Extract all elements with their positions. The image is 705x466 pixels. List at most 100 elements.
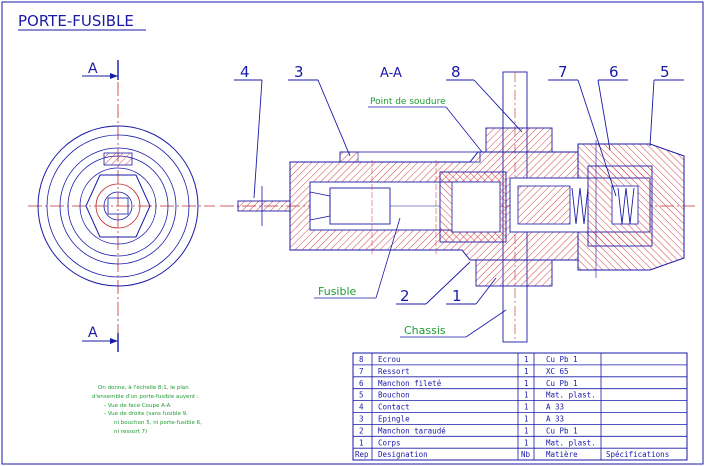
table-cell-rep: 5 — [359, 391, 364, 400]
table-cell-nb: 1 — [524, 379, 529, 388]
table-cell-matiere: Mat. plast. — [546, 438, 596, 447]
threaded-sleeve-bore — [451, 181, 501, 233]
callout-7: 7 — [558, 63, 568, 81]
table-cell-designation: Manchon taraudé — [378, 426, 446, 435]
callout-4: 4 — [240, 63, 250, 81]
table-cell-nb: 1 — [524, 426, 529, 435]
note-line: ni ressort 7) — [114, 429, 147, 435]
table-cell-nb: 1 — [524, 367, 529, 376]
section-view — [220, 71, 695, 343]
table-cell-nb: 1 — [524, 355, 529, 364]
weld-note: Point de soudure — [370, 97, 446, 107]
table-cell-designation: Corps — [378, 438, 401, 447]
fuse-leader — [375, 217, 401, 299]
header-rep: Rep — [355, 450, 369, 459]
callout-3-leader — [317, 79, 351, 157]
table-cell-matiere: Mat. plast. — [546, 391, 596, 400]
bore-circle — [103, 191, 133, 221]
callout-2: 2 — [400, 287, 410, 305]
inner-red-circle — [95, 183, 141, 229]
hex-nut — [85, 174, 151, 238]
table-cell-rep: 8 — [359, 355, 364, 364]
table-cell-rep: 4 — [359, 403, 364, 412]
top-band — [339, 151, 481, 163]
callout-5: 5 — [660, 63, 670, 81]
section-label: A-A — [380, 66, 402, 81]
table-cell-nb: 1 — [524, 415, 529, 424]
notes-block: On donne, à l'échelle 8:1, le plan d'ens… — [92, 384, 202, 435]
nut-bottom — [475, 259, 553, 287]
header-nb: Nb — [521, 450, 531, 459]
callout-7-leader — [577, 79, 617, 197]
table-cell-matiere: Cu Pb 1 — [546, 355, 578, 364]
table-cell-matiere: A 33 — [546, 403, 564, 412]
table-cell-rep: 6 — [359, 379, 364, 388]
fuse-note: Fusible — [318, 285, 357, 298]
side-view: A A — [28, 60, 215, 352]
callout-1: 1 — [452, 287, 462, 305]
section-arrowhead-bottom — [110, 338, 118, 344]
center-key — [107, 197, 129, 215]
header-designation: Designation — [378, 450, 428, 459]
callout-6: 6 — [609, 63, 619, 81]
callout-1-leader — [475, 277, 497, 305]
callout-4-leader — [253, 79, 263, 199]
table-cell-rep: 7 — [359, 367, 364, 376]
note-line: d'ensemble d'un porte-fusible auvent : — [92, 394, 199, 400]
outer-circle — [37, 125, 199, 287]
callouts: 4 3 8 7 6 5 2 1 — [234, 63, 684, 305]
callout-5-leader — [649, 79, 655, 147]
top-tab — [103, 152, 133, 166]
header-spec: Spécifications — [606, 450, 669, 459]
table-cell-matiere: A 33 — [546, 415, 564, 424]
table-cell-rep: 1 — [359, 438, 364, 447]
table-cell-rep: 2 — [359, 426, 364, 435]
callout-8: 8 — [451, 63, 461, 81]
spring-right — [617, 187, 635, 225]
drawing-title: PORTE-FUSIBLE — [18, 12, 134, 30]
note-line: On donne, à l'échelle 8:1, le plan — [98, 384, 189, 391]
callout-3: 3 — [294, 63, 304, 81]
table-cell-nb: 1 — [524, 403, 529, 412]
fuse-holder — [517, 185, 571, 225]
annotations: Point de soudure Fusible Chassis — [314, 97, 507, 338]
table-frame — [352, 352, 688, 461]
section-arrowhead-top — [110, 73, 118, 79]
table-cell-matiere: Cu Pb 1 — [546, 426, 578, 435]
section-letter-bottom: A — [88, 325, 98, 341]
table-cell-matiere: XC 65 — [546, 367, 569, 376]
table-cell-designation: Bouchon — [378, 391, 410, 400]
nut-top — [485, 127, 553, 153]
contact-pin — [237, 200, 291, 212]
spring-left — [571, 187, 589, 225]
callout-2-leader — [425, 261, 471, 305]
weld-leader — [445, 106, 483, 153]
table-cell-nb: 1 — [524, 391, 529, 400]
section-letter-top: A — [88, 61, 98, 77]
spring-pocket — [611, 185, 639, 225]
chassis-note: Chassis — [404, 324, 446, 337]
fuse-cartridge — [329, 187, 391, 225]
table-cell-matiere: Cu Pb 1 — [546, 379, 578, 388]
table-cell-designation: Contact — [378, 403, 410, 412]
outer-circle-inner — [46, 134, 190, 278]
note-line: - Vue de droite (sans fusible 9, — [104, 411, 188, 417]
table-cell-designation: Manchon fileté — [378, 379, 442, 388]
fuse-cone — [309, 191, 331, 221]
table-cell-rep: 3 — [359, 415, 364, 424]
nut-circle — [79, 167, 157, 245]
table-cell-designation: Epingle — [378, 415, 410, 424]
callout-6-leader — [597, 79, 611, 151]
table-cell-designation: Ressort — [378, 367, 410, 376]
note-line: - Vue de face Coupe A-A — [104, 403, 171, 409]
table-cell-nb: 1 — [524, 438, 529, 447]
top-band-lip — [339, 151, 359, 163]
note-line: ni bouchon 5, ni porte-fusible 6, — [114, 420, 202, 426]
callout-8-leader — [473, 79, 523, 133]
header-matiere: Matière — [546, 450, 578, 459]
flange-circle — [59, 147, 177, 265]
